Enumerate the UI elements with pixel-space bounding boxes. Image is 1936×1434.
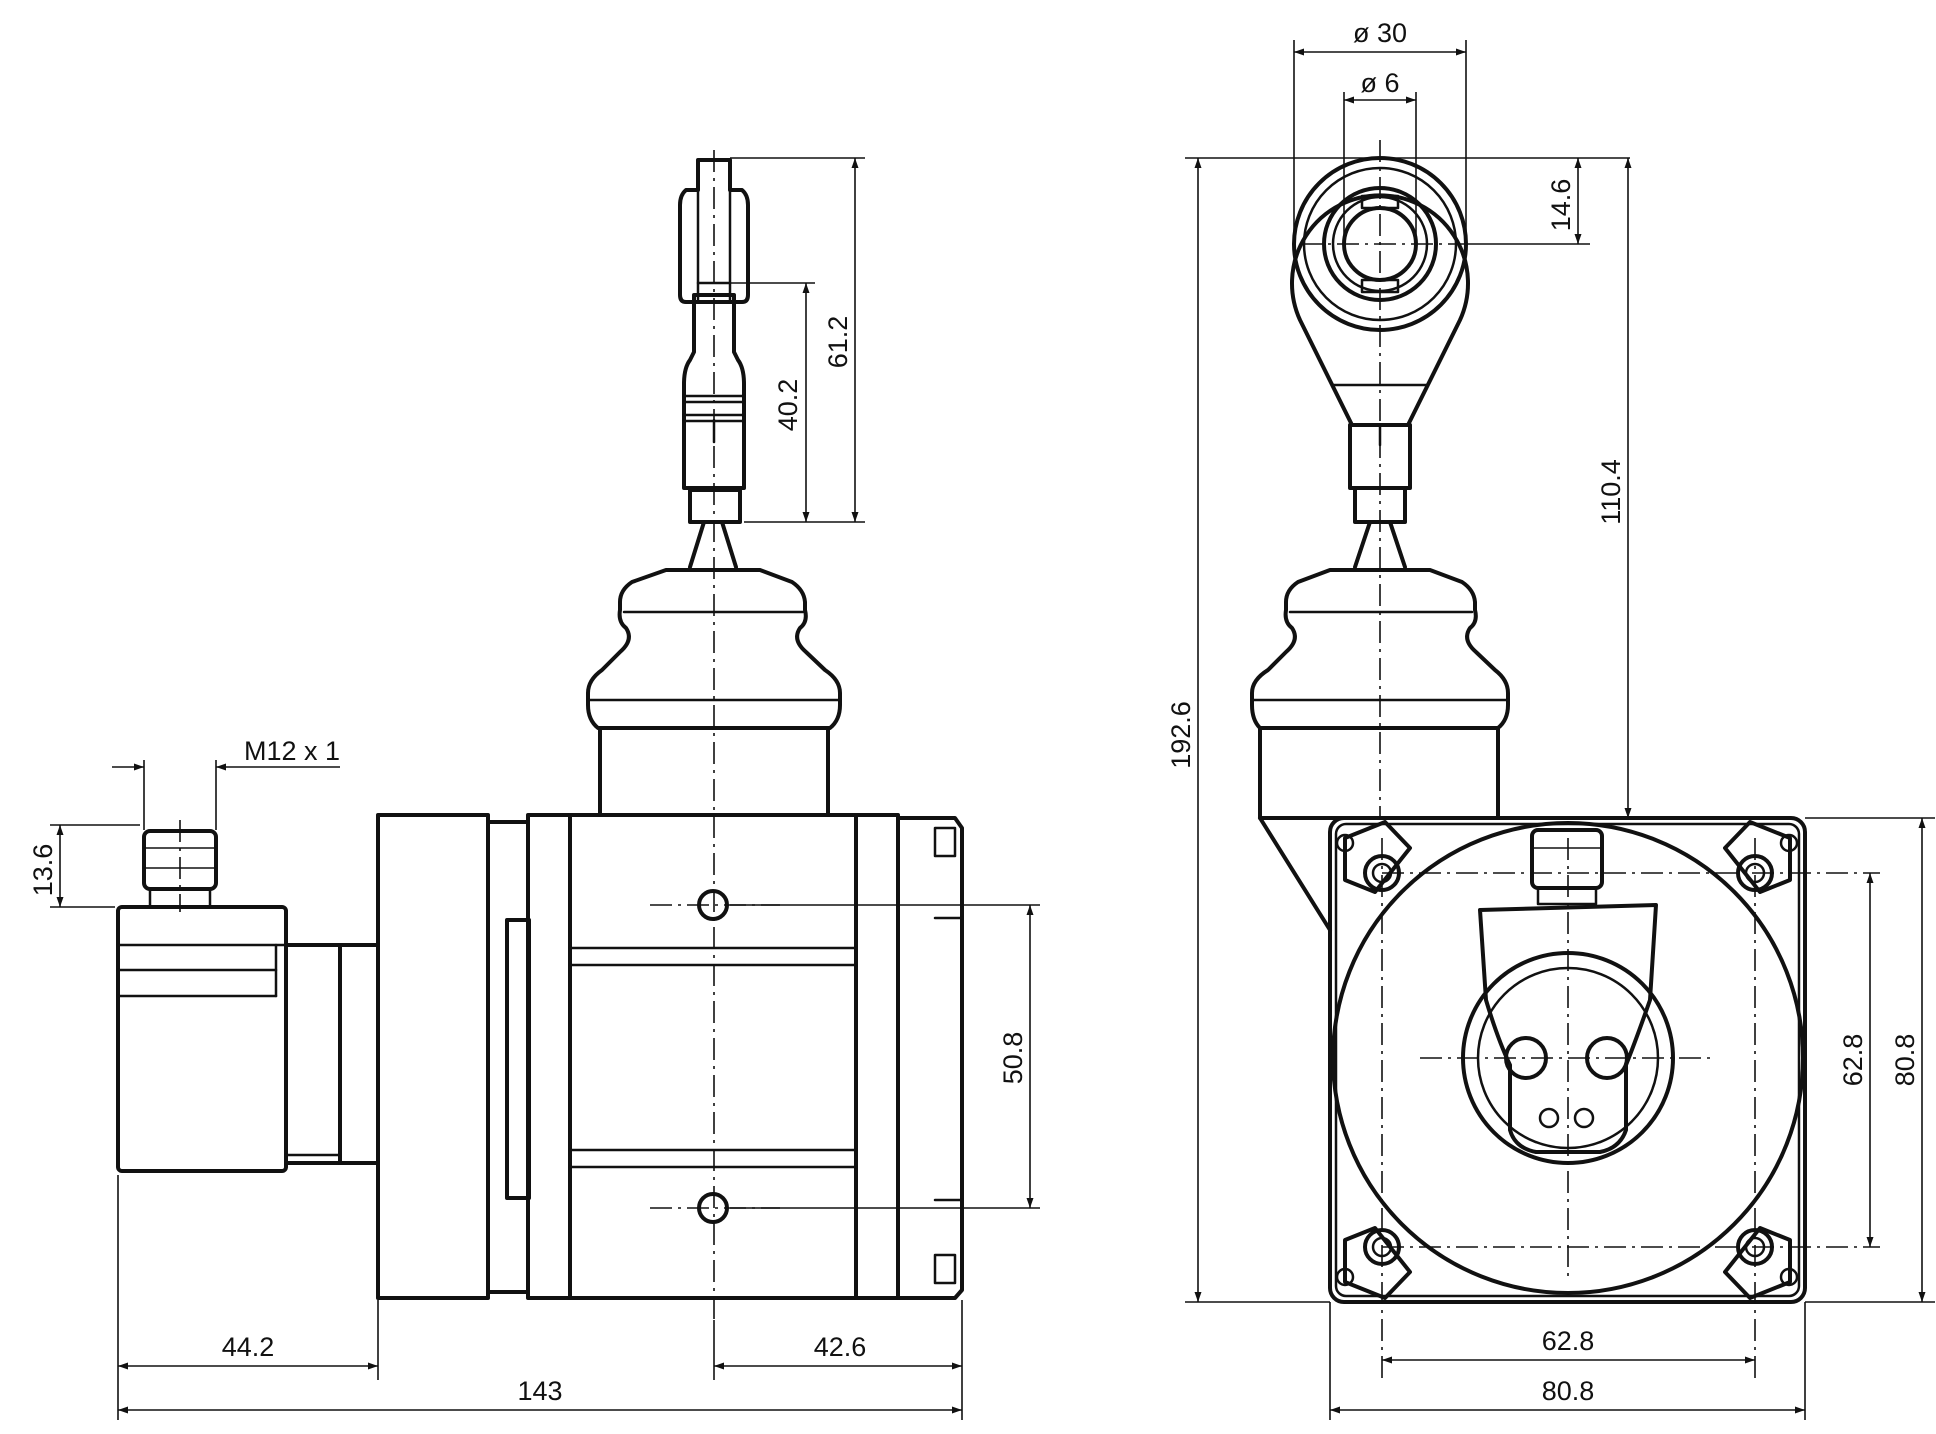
dim-rod-total-length: 61.2 xyxy=(823,316,853,369)
corner-clamp-bl xyxy=(1335,1226,1412,1300)
dim-connector-height: 13.6 xyxy=(28,844,58,897)
dim-rod-to-flange: 110.4 xyxy=(1596,459,1626,525)
connector-housing xyxy=(116,905,380,1173)
dim-rod-end-length: 40.2 xyxy=(773,379,803,432)
dim-overall-length: 143 xyxy=(517,1376,562,1406)
dim-overall-height: 192.6 xyxy=(1166,701,1196,769)
dim-right-offset: 42.6 xyxy=(814,1332,867,1362)
corner-clamp-tl xyxy=(1335,820,1412,894)
side-view xyxy=(116,150,964,1320)
dim-eye-offset: 14.6 xyxy=(1546,179,1576,232)
round-housing xyxy=(1331,821,1805,1295)
front-flange xyxy=(376,813,490,1300)
dim-bolt-pattern-vertical: 62.8 xyxy=(1838,1034,1868,1087)
dim-flange-height: 80.8 xyxy=(1890,1034,1920,1087)
corner-clamp-br xyxy=(1723,1226,1799,1300)
dim-flange-width: 80.8 xyxy=(1542,1376,1595,1406)
main-body xyxy=(526,813,964,1300)
front-view-dimensions: ø 30 ø 6 14.6 192.6 110.4 62.8 80.8 62.8 xyxy=(1166,18,1935,1420)
dim-connector-thread: M12 x 1 xyxy=(244,736,340,766)
dim-eye-bore-diameter: ø 6 xyxy=(1360,68,1399,98)
dim-bolt-spacing-side: 50.8 xyxy=(998,1032,1028,1085)
dim-eye-outer-diameter: ø 30 xyxy=(1353,18,1407,48)
dim-bolt-pattern-horizontal: 62.8 xyxy=(1542,1326,1595,1356)
dim-left-overhang: 44.2 xyxy=(222,1332,275,1362)
front-view xyxy=(1250,140,1880,1380)
bellows-boot-front xyxy=(1250,568,1510,730)
corner-clamp-tr xyxy=(1723,820,1799,894)
side-view-dimensions: M12 x 1 13.6 40.2 61.2 50.8 44.2 42.6 14… xyxy=(28,157,1040,1420)
mounting-flange xyxy=(1328,816,1807,1304)
